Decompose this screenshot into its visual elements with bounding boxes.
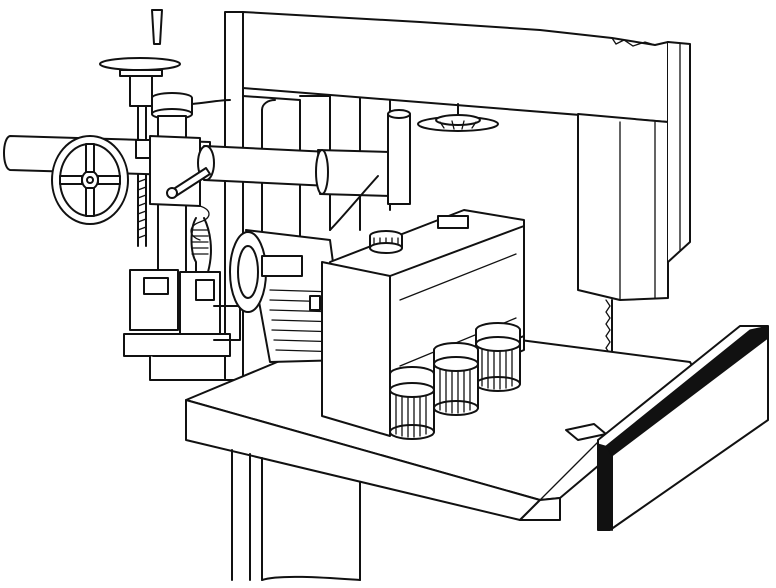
column-bracket — [123, 205, 241, 381]
saw-table — [185, 339, 701, 581]
feed-roller-middle — [433, 342, 479, 416]
feed-roller-front — [389, 366, 435, 440]
saw-frame — [224, 11, 691, 381]
feed-roller-icon — [389, 322, 521, 440]
blade-guard-knob — [417, 103, 499, 132]
feed-roller-back — [475, 322, 521, 392]
handwheel-icon — [51, 135, 129, 225]
rip-fence — [597, 325, 769, 531]
